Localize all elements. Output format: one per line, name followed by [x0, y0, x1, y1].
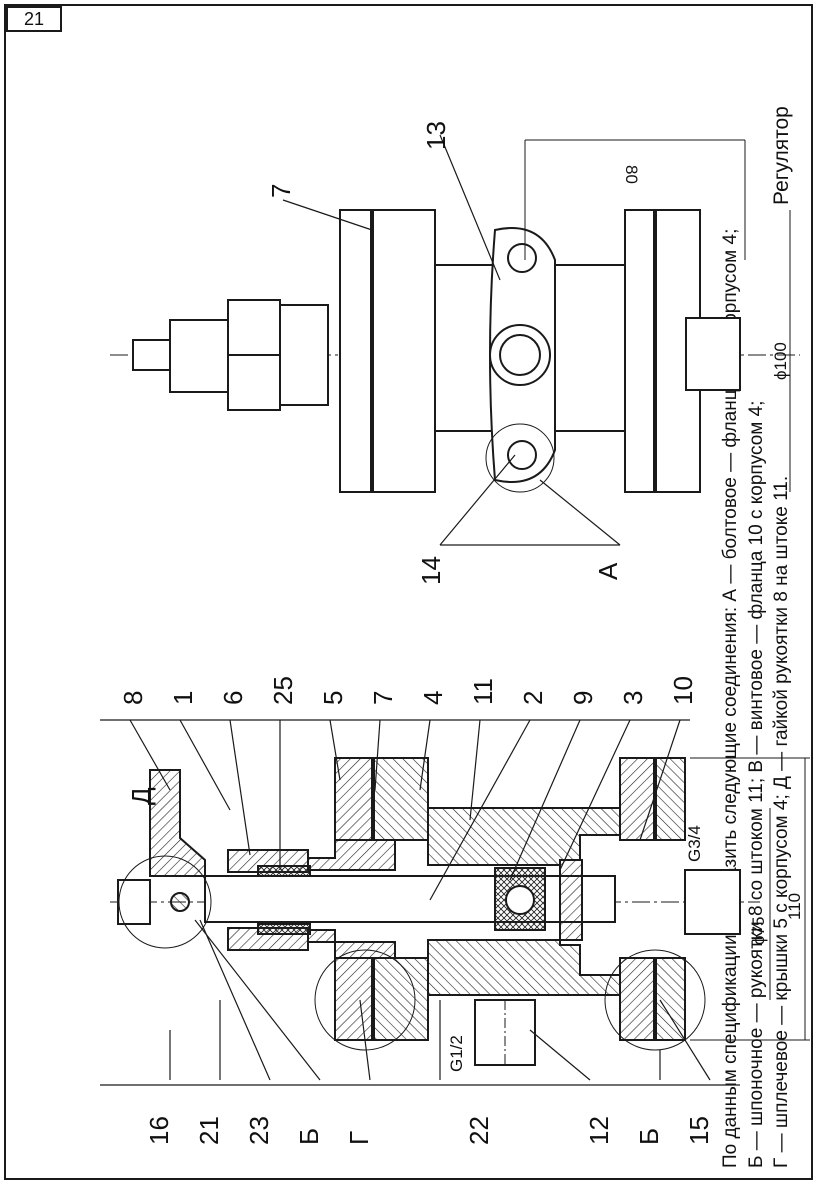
side-view: [110, 134, 800, 546]
dim-80: 80: [622, 165, 641, 184]
callout-25: 25: [268, 676, 298, 705]
callout-3: 3: [618, 691, 648, 705]
callout-b-1: Б: [294, 1128, 324, 1145]
callout-11: 11: [468, 678, 498, 705]
callout-6: 6: [218, 691, 248, 705]
view-letter-d: Д: [126, 787, 156, 805]
callout-7: 7: [368, 691, 398, 705]
side-callout-a: А: [593, 562, 623, 580]
callout-2: 2: [518, 691, 548, 705]
callout-15: 15: [684, 1116, 714, 1145]
callout-8: 8: [118, 691, 148, 705]
task-line-2: Б — шпоночное — рукоятки 8 со штоком 11;…: [746, 401, 767, 1168]
sheet-frame: [4, 4, 813, 1180]
callout-5: 5: [318, 691, 348, 705]
thread-g34: G3/4: [685, 825, 704, 862]
title-text: Регулятор: [770, 106, 793, 205]
section-view: [100, 719, 810, 1086]
callout-16: 16: [144, 1116, 174, 1145]
dim-phi75: ϕ75: [749, 917, 768, 945]
side-callout-14: 14: [416, 556, 446, 585]
callout-10: 10: [668, 676, 698, 705]
callout-b-2: Б: [634, 1128, 664, 1145]
side-callout-13: 13: [421, 121, 451, 150]
callout-g: Г: [344, 1131, 374, 1145]
callout-1: 1: [168, 691, 198, 705]
callout-22: 22: [464, 1116, 494, 1145]
callout-23: 23: [244, 1116, 274, 1145]
callout-12: 12: [584, 1116, 614, 1145]
thread-g12: G1/2: [447, 1035, 466, 1072]
dim-phi100: ϕ100: [771, 342, 790, 380]
task-line-3: Г — шплечевое — крышки 5 с корпусом 4; Д…: [771, 476, 792, 1168]
side-callout-7: 7: [266, 184, 296, 198]
callout-9: 9: [568, 691, 598, 705]
callout-21: 21: [194, 1116, 224, 1145]
dim-110: 110: [785, 893, 804, 920]
sheet-number: 21: [6, 6, 62, 32]
callout-4: 4: [418, 691, 448, 705]
